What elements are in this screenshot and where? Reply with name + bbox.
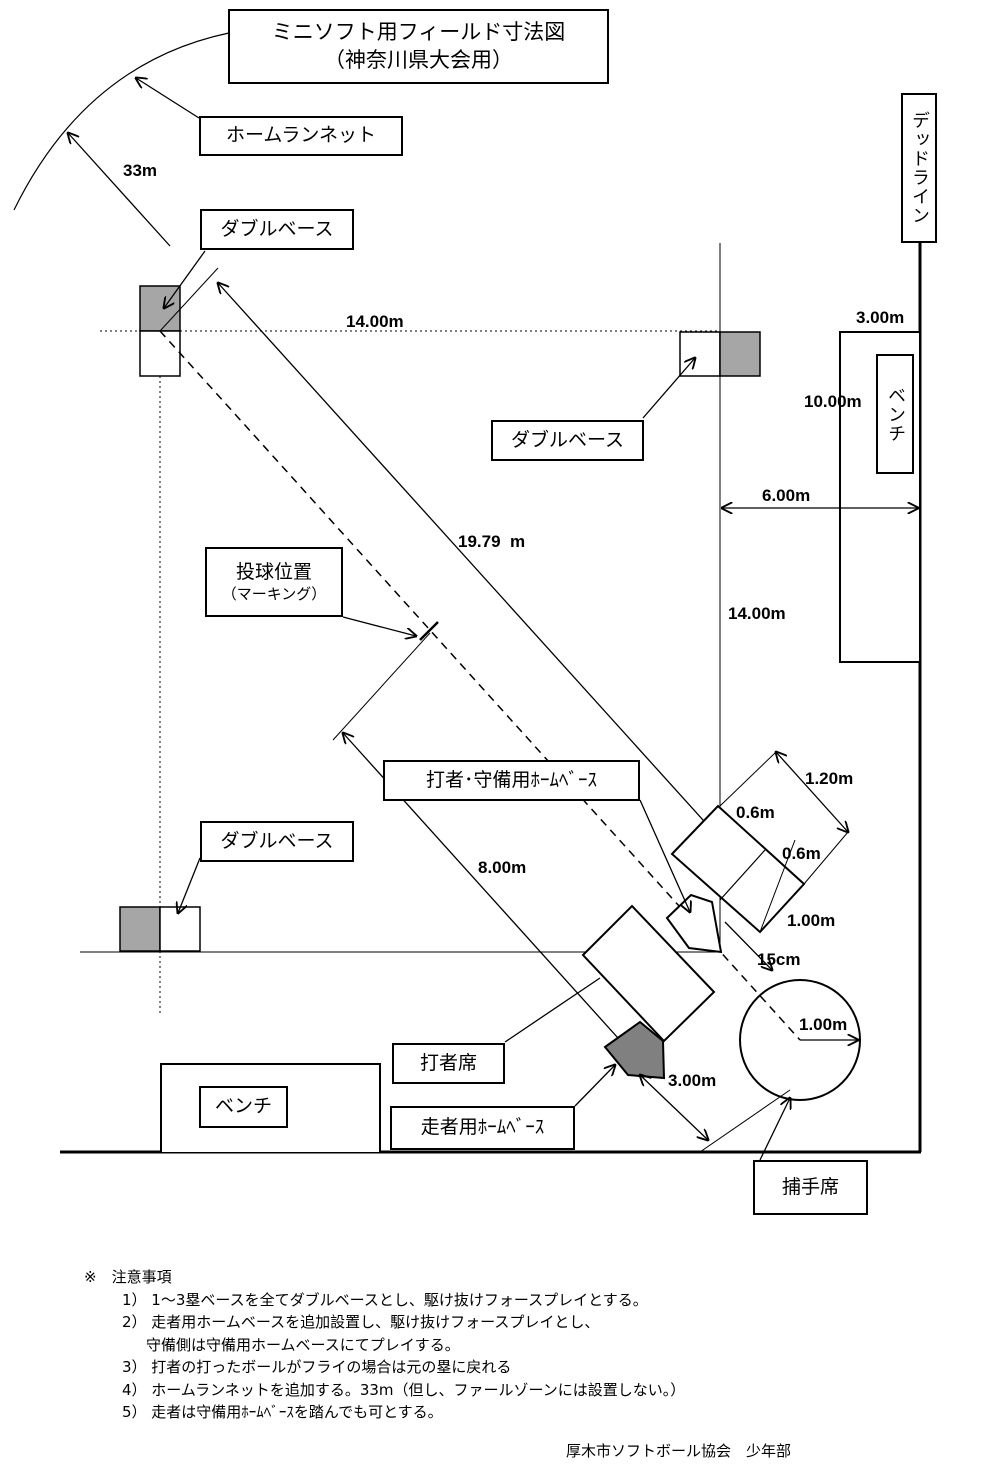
leader-double-base-3rd [178,857,201,913]
second-base-white [139,330,181,377]
dim-3-line [640,1075,708,1140]
first-base-white [679,331,721,377]
label-dead-line: デッドライン [901,93,937,243]
dim-8-ext [332,632,431,741]
marking-text: （マーキング） [221,584,327,603]
pitching-position-text: 投球位置 [235,560,312,583]
label-home-run-net: ホームランネット [199,116,403,156]
pitching-mark [419,621,439,641]
dim-33: 33m [123,161,158,180]
label-bench-1st: ベンチ [876,354,914,474]
dim-19-79: 19.79 m [458,532,526,551]
dim-0-6b-ext [759,839,796,933]
label-double-base-2nd: ダブルベース [200,209,354,250]
dim-0-6b: 0.6m [782,844,821,863]
dim-1-20-line [776,752,848,832]
label-bench-3rd [160,1063,381,1152]
defense-box-inner [719,849,766,901]
dim-1-00a: 1.00m [787,911,836,930]
title-line2: （神奈川県大会用） [324,47,513,72]
dim-1-00-line [724,921,772,970]
dim-3-00: 3.00m [668,1071,717,1090]
leader-batter-box [504,977,601,1043]
dim-0-6-ext [719,751,777,807]
label-double-base-1st: ダブルベース [491,420,644,461]
leader-double-base-1st [642,358,695,419]
dim-33-line [68,133,171,247]
third-base-colored [119,906,161,952]
dim-10-bench: 10.00m [804,392,862,411]
dim-19-79-ext [159,267,219,332]
notes-heading: ※ 注意事項 [84,1268,172,1286]
home-run-net-arc [13,29,246,211]
leader-batter-defense-home [639,799,690,912]
bench-3rd-inner: ベンチ [199,1086,288,1128]
dim-15cm: 15cm [757,950,801,969]
diagram-title: ミニソフト用フィールド寸法図 （神奈川県大会用） [228,9,609,84]
second-base-colored [139,285,181,332]
first-base-colored [719,331,761,377]
batter-box-rect [581,904,716,1043]
dim-3-bench: 3.00m [856,308,905,327]
leader-home-run-net [136,78,200,119]
dim-3-ext [699,1089,791,1153]
label-batter-defense-home: 打者･守備用ﾎｰﾑﾍﾞｰｽ [383,760,640,801]
note-4: 4） ホームランネットを追加する。33m（但し、ファールゾーンには設置しない。） [122,1380,686,1399]
footer-org: 厚木市ソフトボール協会 少年部 [566,1442,792,1460]
dim-1-20: 1.20m [805,769,854,788]
dim-0-6-ext2 [803,831,849,885]
catcher-circle [739,979,861,1101]
note-2: 2） 走者用ホームベースを追加設置し、駆け抜けフォースプレイとし、 [122,1313,600,1331]
dim-0-6a: 0.6m [736,803,775,822]
runner-home-base [603,1020,666,1080]
label-runner-home: 走者用ﾎｰﾑﾍﾞｰｽ [390,1106,575,1150]
label-batter-box: 打者席 [392,1043,505,1084]
dim-6: 6.00m [762,486,811,505]
label-catcher-box: 捕手席 [753,1160,868,1215]
label-double-base-3rd: ダブルベース [200,821,354,862]
leader-double-base-2nd [164,250,206,308]
note-3: 3） 打者の打ったボールがフライの場合は元の塁に戻れる [122,1358,512,1376]
third-base-white [159,906,201,952]
notes-section: ※ 注意事項 1） 1～3塁ベースを全てダブルベースとし、駆け抜けフォースプレイ… [84,1266,685,1424]
note-5: 5） 走者は守備用ﾎｰﾑﾍﾞｰｽを踏んでも可とする。 [122,1403,443,1421]
dim-8: 8.00m [478,858,527,877]
note-1: 1） 1～3塁ベースを全てダブルベースとし、駆け抜けフォースプレイとする。 [122,1290,648,1309]
title-line1: ミニソフト用フィールド寸法図 [271,20,566,45]
leader-pitching [342,616,416,636]
note-2-cont: 守備側は守備用ホームベースにてプレイする。 [146,1335,460,1354]
dim-14-side: 14.00m [728,604,786,623]
label-pitching-position: 投球位置 （マーキング） [205,547,343,617]
leader-runner-home [574,1065,615,1107]
leader-catcher [759,1098,790,1161]
defense-home-base [665,893,723,954]
dim-19-79-line [218,283,768,892]
dim-1-00b: 1.00m [799,1015,848,1034]
dim-14-top: 14.00m [346,312,404,331]
